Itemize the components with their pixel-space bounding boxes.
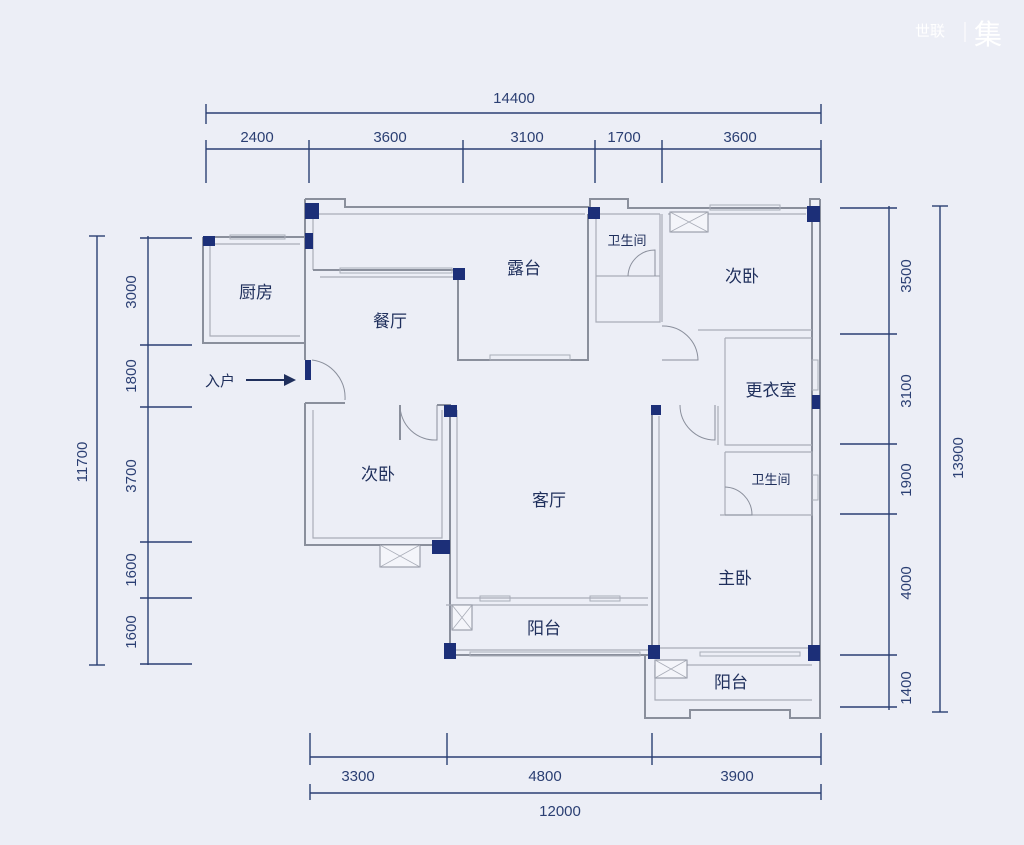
room-balcony-se: 阳台: [714, 673, 748, 693]
room-dining: 餐厅: [373, 312, 407, 332]
watermark: 世联 集: [915, 18, 1002, 51]
bottom-seg-3: 3900: [720, 768, 753, 785]
top-seg-4: 1700: [607, 129, 640, 146]
right-seg-3: 1900: [898, 463, 915, 496]
room-bedroom-w: 次卧: [361, 465, 395, 485]
room-labels: 厨房 餐厅 露台 卫生间 次卧 更衣室 卫生间 次卧 客厅 主卧 阳台 阳台: [239, 234, 797, 693]
room-terrace: 露台: [507, 259, 541, 279]
right-dimension-total: 13900: [932, 205, 967, 713]
door-swings: [311, 249, 753, 516]
bottom-dimension-total: 12000: [309, 784, 822, 820]
ac-units: [379, 211, 709, 679]
entrance-label: 入户: [205, 372, 235, 390]
right-seg-1: 3500: [898, 259, 915, 292]
left-seg-4: 1600: [123, 553, 140, 586]
right-seg-2: 3100: [898, 374, 915, 407]
bottom-total-label: 12000: [539, 803, 581, 820]
top-dimension-segments: 2400 3600 3100 1700 3600: [205, 129, 822, 183]
windows: [229, 204, 819, 657]
watermark-big-text: 集: [974, 18, 1002, 51]
room-balcony-mid: 阳台: [527, 619, 561, 639]
left-dimension-total: 11700: [74, 235, 105, 666]
bottom-seg-2: 4800: [528, 768, 561, 785]
top-seg-5: 3600: [723, 129, 756, 146]
room-bath-right: 卫生间: [751, 473, 790, 488]
left-seg-5: 1600: [123, 615, 140, 648]
top-seg-2: 3600: [373, 129, 406, 146]
top-seg-3: 3100: [510, 129, 543, 146]
entrance-arrow-icon: [284, 374, 296, 386]
left-seg-1: 3000: [123, 275, 140, 308]
bottom-dimension-segments: 3300 4800 3900: [309, 733, 822, 785]
top-total-label: 14400: [493, 90, 535, 107]
right-seg-5: 1400: [898, 671, 915, 704]
walls: [202, 198, 821, 719]
top-seg-1: 2400: [240, 129, 273, 146]
right-total-label: 13900: [950, 437, 967, 479]
room-dressing: 更衣室: [746, 381, 797, 401]
top-dimension-total: 14400: [205, 90, 822, 124]
entrance-marker: 入户: [205, 372, 296, 390]
room-living: 客厅: [532, 491, 566, 511]
right-dimension-segments: 3500 3100 1900 4000 1400: [840, 206, 915, 710]
room-kitchen: 厨房: [239, 283, 273, 303]
columns: [203, 203, 820, 661]
watermark-small-text: 世联: [915, 22, 945, 40]
room-master: 主卧: [718, 569, 752, 589]
room-bedroom-ne: 次卧: [725, 267, 759, 287]
left-seg-2: 1800: [123, 359, 140, 392]
left-seg-3: 3700: [123, 459, 140, 492]
bottom-seg-1: 3300: [341, 768, 374, 785]
right-seg-4: 4000: [898, 566, 915, 599]
left-dimension-segments: 3000 1800 3700 1600 1600: [123, 236, 192, 665]
room-bath-top: 卫生间: [607, 234, 646, 249]
left-total-label: 11700: [74, 442, 91, 483]
